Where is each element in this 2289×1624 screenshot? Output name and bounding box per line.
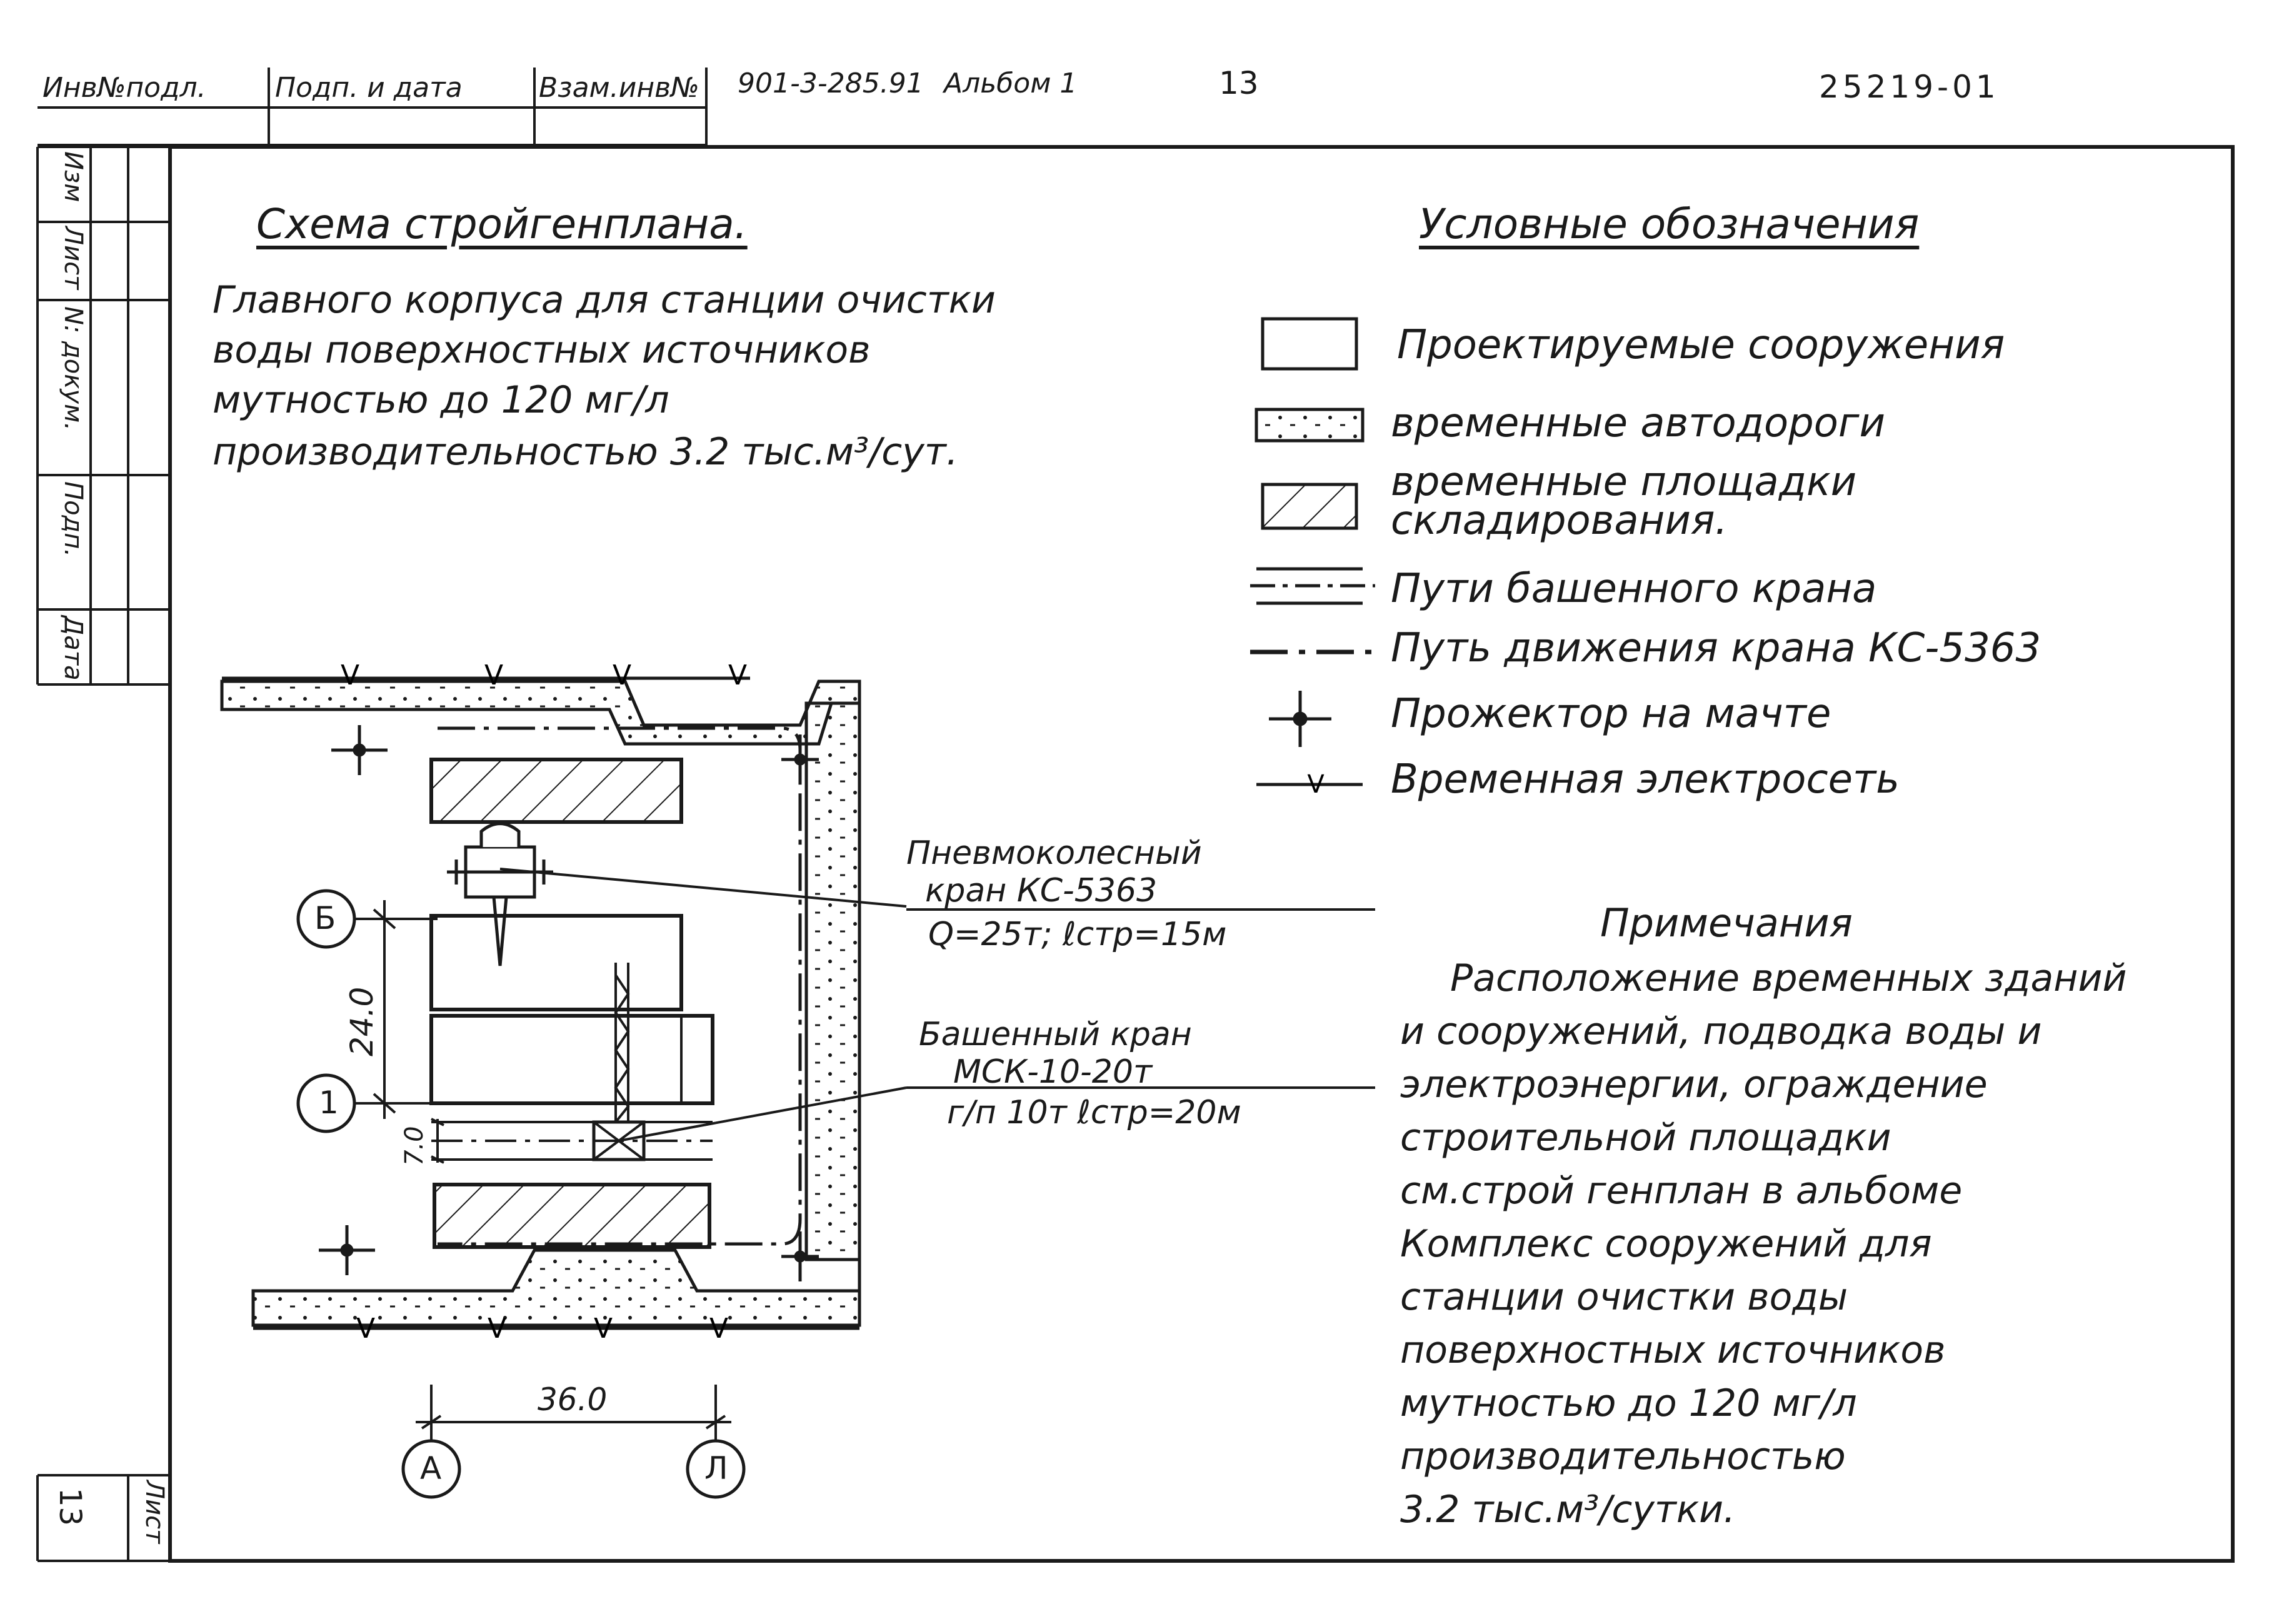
stamp-inv-podl: Инв№подл. [43, 72, 206, 104]
notes-line: 3.2 тыс.м³/сутки. [1400, 1488, 1736, 1531]
notes-line: станции очистки воды [1400, 1275, 1848, 1319]
temporary-road-top [220, 679, 861, 746]
axis-b-label: Б [314, 900, 336, 936]
power-mark: V [488, 1313, 506, 1345]
stamp-podp-data: Подп. и дата [275, 72, 463, 104]
floodlight-symbols [319, 725, 819, 1281]
plan-subtitle-line: мутностью до 120 мг/л [213, 378, 669, 422]
power-mark: V [1307, 770, 1325, 799]
dimension-track: 7.0 [400, 1126, 429, 1166]
power-mark: V [341, 659, 359, 691]
tower-crane-mast [614, 963, 630, 1123]
notes-line: Расположение временных зданий [1450, 956, 2127, 1000]
legend-item-crane-path: Путь движения крана КС-5363 [1391, 625, 2041, 671]
side-izm-cell: Изм [44, 151, 113, 220]
axis-l-label: Л [704, 1450, 728, 1486]
plan-subtitle-line: Главного корпуса для станции очистки [213, 278, 996, 322]
legend-item-storage-areas: временные площадки складирования. [1391, 459, 1857, 544]
temporary-road-bottom [251, 1248, 861, 1327]
notes-line: поверхностных источников [1400, 1328, 1946, 1372]
power-mark: V [356, 1313, 375, 1345]
crane-2-name: Башенный кран [919, 1016, 1192, 1053]
legend-item-floodlight: Прожектор на мачте [1391, 691, 1831, 737]
stamp-vzam-inv: Взам.инв№ [539, 72, 699, 104]
power-mark: V [728, 659, 747, 691]
plan-subtitle-line: производительностью 3.2 тыс.м³/сут. [213, 430, 958, 474]
crane-1-params: Q=25т; ℓстр=15м [928, 916, 1227, 953]
left-side-table [36, 146, 170, 1562]
side-list: Лист [59, 226, 88, 290]
temporary-power-line [222, 676, 861, 1330]
notes-line: мутностью до 120 мг/л [1400, 1381, 1857, 1425]
legend-heading: Условные обозначения [1419, 200, 1920, 248]
stamp-album: Альбом 1 [944, 68, 1078, 99]
storage-area-top [429, 758, 683, 824]
legend-item-power-line: Временная электросеть [1391, 756, 1900, 803]
legend-symbols [1250, 317, 1375, 786]
power-mark: V [709, 1313, 728, 1345]
plan-title: Схема стройгенплана. [256, 200, 748, 248]
crane-ks5363-path [438, 726, 802, 1246]
axis-1-circle [296, 1073, 356, 1133]
temporary-road-right [804, 701, 861, 1261]
crane-2-params: г/п 10т ℓстр=20м [947, 1094, 1241, 1131]
side-data: Дата [59, 616, 88, 681]
power-mark: V [613, 659, 631, 691]
side-n-dokum: N: докум. [59, 306, 88, 431]
main-frame [168, 145, 2235, 1563]
side-podp: Подп. [59, 481, 88, 558]
notes-heading: Примечания [1600, 900, 1853, 946]
axis-a-circle [401, 1439, 461, 1499]
legend-item-designed-buildings: Проектируемые сооружения [1397, 322, 2005, 368]
crane-1-model: кран КС-5363 [925, 872, 1158, 910]
axis-1-label: 1 [319, 1085, 339, 1121]
power-mark: V [594, 1313, 613, 1345]
storage-area-bottom [433, 1183, 711, 1249]
legend-item-tower-crane-track: Пути башенного крана [1391, 566, 1877, 612]
stamp-doc-code: 901-3-285.91 [738, 68, 924, 99]
notes-line: см.строй генплан в альбоме [1400, 1169, 1963, 1213]
notes-line: строительной площадки [1400, 1116, 1891, 1160]
notes-line: электроэнергии, ограждение [1400, 1063, 1988, 1106]
leader-lines [499, 868, 1375, 1142]
power-mark: V [484, 659, 503, 691]
stamp-archive-number: 25219-01 [1819, 69, 2000, 105]
stamp-page-number: 13 [1219, 65, 1259, 101]
legend-item-temporary-roads: временные автодороги [1391, 400, 1886, 446]
crane-1-name: Пневмоколесный [906, 835, 1202, 872]
dimension-vertical: 24.0 [344, 986, 380, 1056]
axis-b-circle [296, 889, 356, 949]
notes-line: Комплекс сооружений для [1400, 1222, 1932, 1266]
side-izm: Изм [59, 151, 88, 203]
axis-a-label: А [420, 1450, 442, 1486]
axis-lines [341, 900, 731, 1447]
axis-l-circle [686, 1439, 746, 1499]
notes-line: производительностью [1400, 1435, 1846, 1478]
side-sheet-number: 13 [53, 1488, 88, 1526]
designed-building-lower [429, 1014, 714, 1105]
crane-2-model: МСК-10-20т [953, 1053, 1153, 1091]
tower-crane-track [431, 1121, 713, 1161]
dimension-horizontal: 36.0 [538, 1381, 608, 1418]
power-line-marks: V V V V V V V V V [341, 659, 1325, 1345]
side-sheet-label: Лист [140, 1480, 169, 1544]
tower-crane-base [592, 1120, 646, 1161]
notes-line: и сооружений, подводка воды и [1400, 1010, 2042, 1053]
plan-subtitle-line: воды поверхностных источников [213, 328, 871, 372]
designed-building-upper [429, 914, 683, 1011]
